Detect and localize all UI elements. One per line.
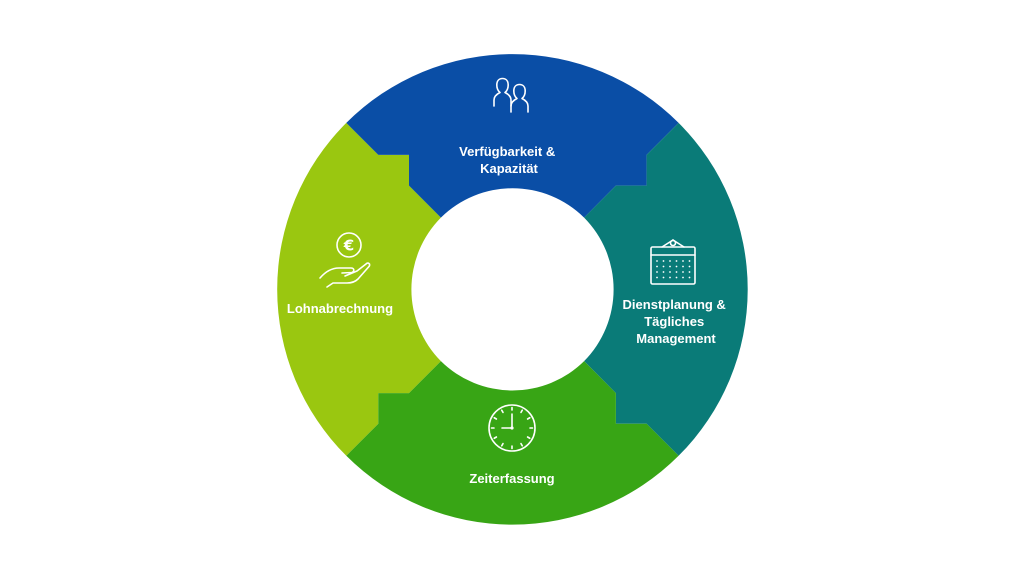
segment-scheduling bbox=[584, 122, 748, 456]
segment-payroll bbox=[277, 122, 441, 456]
clock-icon bbox=[488, 404, 536, 452]
euro-hand-icon: € bbox=[319, 232, 371, 288]
center-circle bbox=[414, 191, 611, 388]
label-payroll: Lohnabrechnung bbox=[287, 301, 393, 316]
label-time-tracking: Zeiterfassung bbox=[469, 471, 554, 486]
label-availability: Verfügbarkeit & Kapazität bbox=[459, 144, 559, 176]
segment-time-tracking bbox=[346, 361, 679, 525]
segment-availability bbox=[346, 54, 679, 218]
label-scheduling: Dienstplanung & Tägliches Management bbox=[623, 297, 730, 346]
people-icon bbox=[493, 77, 529, 113]
euro-symbol: € bbox=[343, 237, 354, 255]
calendar-icon bbox=[650, 239, 696, 285]
